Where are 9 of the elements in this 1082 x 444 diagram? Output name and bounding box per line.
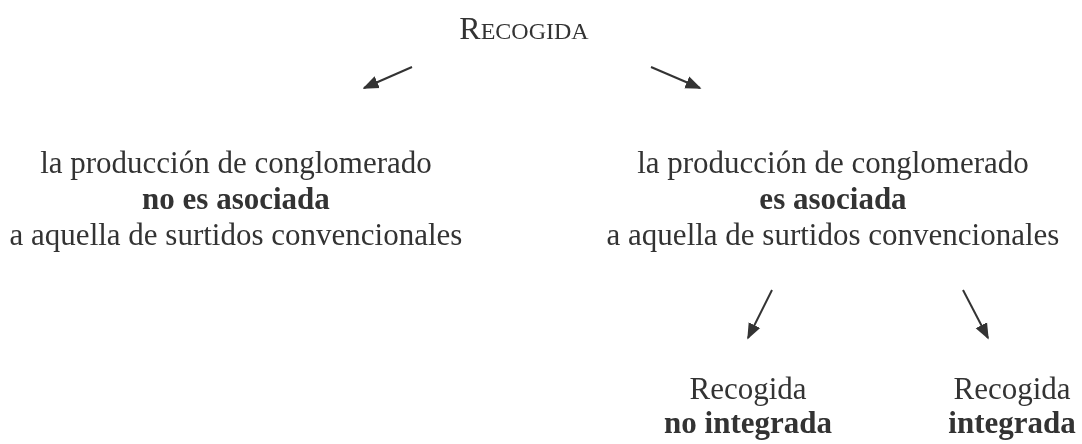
heading: RECOGIDA [459, 9, 589, 48]
arrow [362, 66, 413, 89]
branch-text: la producción de conglomerado es asociada a aquella de surtidos convencionales [606, 145, 1060, 253]
arrow [747, 289, 773, 340]
arrow [650, 66, 702, 89]
branch-text: Recogida integrada [948, 372, 1076, 440]
branch-text: la producción de conglomerado no es asociada a aquella de surtidos convencionales [9, 145, 463, 253]
arrow [962, 289, 989, 340]
branch-text: Recogida no integrada [664, 372, 832, 440]
